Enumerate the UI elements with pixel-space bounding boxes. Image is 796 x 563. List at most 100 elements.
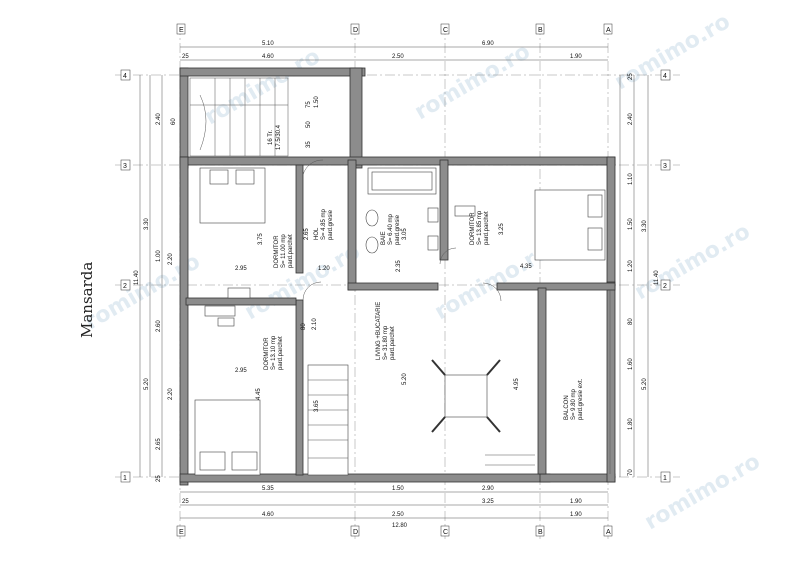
- dim-label: 2.35: [396, 260, 402, 272]
- dim-label: 75: [306, 101, 312, 108]
- stair-label: 16 Tr.: [268, 130, 274, 145]
- stair: 16 Tr. 17.5/30.4: [189, 77, 289, 157]
- room-name: DORMITOR: [274, 235, 280, 268]
- dim-label: 50: [306, 121, 312, 128]
- axis-letter: D: [353, 529, 358, 536]
- dim-label: 2.20: [168, 253, 174, 265]
- dim-label: 2.95: [235, 266, 247, 272]
- dim-label: 2.40: [156, 113, 162, 125]
- dim-label: 1.20: [628, 260, 634, 272]
- watermark: romimo.ro: [611, 9, 735, 95]
- dim-label: 3.65: [314, 400, 320, 412]
- dim-label: 2.60: [156, 320, 162, 332]
- room-name: BAIE: [381, 231, 387, 245]
- room-name: BALCON: [564, 395, 570, 420]
- stair-sub: 17.5/30.4: [276, 124, 282, 150]
- dim-label: 4.60: [262, 54, 274, 60]
- room-dormitor-1: DORMITOR S= 11.00 mp pard.parchet 3.75 2…: [199, 167, 294, 299]
- dim-label: 4.45: [256, 388, 262, 400]
- dim-label: 1.80: [628, 418, 634, 430]
- dim-label: 5.10: [262, 41, 274, 47]
- dim-label: 70: [628, 469, 634, 476]
- dim-label: 5.20: [144, 378, 150, 390]
- dim-label: 4.60: [262, 512, 274, 518]
- dim-label: 1.90: [570, 499, 582, 505]
- dim-label: 2.20: [168, 388, 174, 400]
- top-dimensions: 5.10 6.90 4.60 2.50 1.90 25: [180, 41, 608, 61]
- room-floor: pard.parchet: [288, 234, 294, 268]
- dim-label: 1.50: [314, 96, 320, 108]
- room-floor: pard.gresie: [328, 209, 334, 240]
- dim-label: 80: [628, 318, 634, 325]
- axis-letters-top: E D C B A: [176, 23, 613, 35]
- room-area: S= 6.40 mp: [388, 213, 394, 245]
- dim-label: 1.00: [156, 250, 162, 262]
- walls: [179, 67, 616, 486]
- axis-number: 2: [663, 283, 667, 290]
- axis-letter: C: [443, 27, 448, 34]
- axis-number: 1: [123, 475, 127, 482]
- dim-label: 1.10: [628, 173, 634, 185]
- room-name: DORMITOR: [470, 212, 476, 245]
- dim-label: 2.40: [628, 113, 634, 125]
- dim-label: 1.50: [628, 218, 634, 230]
- room-baie: BAIE S= 6.40 mp pard.gresie 3.05 2.35: [365, 167, 439, 272]
- dim-label: 1.90: [570, 54, 582, 60]
- room-area: S= 4.85 mp: [321, 208, 327, 240]
- dim-label: 80: [301, 323, 307, 330]
- axis-letters-bottom: E D C B A: [176, 525, 613, 537]
- stair-dims: 1.50 75 35 50 60: [171, 96, 320, 148]
- axis-letter: E: [179, 529, 184, 536]
- room-balcon: BALCON S= 9.80 mp pard.gresie ext.: [546, 289, 611, 474]
- axis-letter: B: [538, 27, 543, 34]
- axis-number: 1: [663, 475, 667, 482]
- room-living: LIVING +BUCATARIE S= 31.80 mp pard.parch…: [301, 247, 535, 476]
- dim-label: 3.25: [482, 499, 494, 505]
- dim-label: 25: [156, 475, 162, 482]
- room-name: LIVING +BUCATARIE: [376, 302, 382, 360]
- dim-label: 2.10: [312, 318, 318, 330]
- dim-label: 1.60: [628, 358, 634, 370]
- room-name: DORMITOR: [264, 337, 270, 370]
- dim-label: 11.40: [134, 270, 140, 285]
- room-area: S= 13.10 mp: [271, 335, 277, 370]
- room-floor: pard.gresie: [395, 214, 401, 245]
- axis-number: 3: [663, 163, 667, 170]
- left-dimensions: 11.40 3.30 2.40 1.00 2.60 5.20 2.20 2.65…: [134, 75, 174, 482]
- axis-number: 2: [123, 283, 127, 290]
- dim-label: 3.30: [642, 220, 648, 232]
- room-floor: pard.parchet: [390, 326, 396, 360]
- watermark: romimo.ro: [631, 219, 755, 305]
- dim-label: 4.35: [520, 264, 532, 270]
- bottom-dimensions: 5.35 1.50 3.25 1.90 2.90 4.60 2.50 1.90 …: [180, 486, 608, 529]
- axis-letter: A: [606, 27, 611, 34]
- room-area: S= 11.00 mp: [281, 234, 287, 268]
- dim-label: 2.65: [304, 228, 310, 240]
- dim-label: 3.25: [499, 223, 505, 235]
- dim-label: 2.65: [156, 438, 162, 450]
- dim-label: 2.50: [392, 54, 404, 60]
- dim-label: 12.80: [392, 523, 408, 529]
- axis-letter: B: [538, 529, 543, 536]
- room-dormitor-2: DORMITOR S= 13.85 mp pard.parchet 3.25 4…: [454, 189, 606, 270]
- room-floor: pard.parchet: [278, 336, 284, 370]
- dim-label: 3.05: [402, 228, 408, 240]
- watermark: romimo.ro: [411, 39, 535, 125]
- dim-label: 6.90: [482, 41, 494, 47]
- dim-label: 2.90: [482, 486, 494, 492]
- dim-label: 25: [182, 54, 189, 60]
- room-area: S= 13.85 mp: [477, 210, 483, 245]
- dim-label: 2.50: [392, 512, 404, 518]
- room-name: HOL: [314, 227, 320, 240]
- dim-label: 60: [171, 118, 177, 125]
- room-area: S= 9.80 mp: [571, 388, 577, 420]
- handwritten-label: Mansarda: [78, 262, 96, 338]
- dim-label: 1.90: [570, 512, 582, 518]
- dim-label: 4.95: [514, 378, 520, 390]
- axis-number: 3: [123, 163, 127, 170]
- room-dormitor-3: DORMITOR S= 13.10 mp pard.parchet 4.45 2…: [194, 305, 284, 476]
- room-hol: HOL S= 4.85 mp pard.gresie 2.65 1.20: [302, 159, 334, 272]
- axis-numbers: 4 3 2 1 4 3 2 1: [120, 69, 671, 483]
- right-dimensions: 11.40 2.40 3.30 1.10 1.50 1.20 5.20 1.80…: [619, 73, 660, 477]
